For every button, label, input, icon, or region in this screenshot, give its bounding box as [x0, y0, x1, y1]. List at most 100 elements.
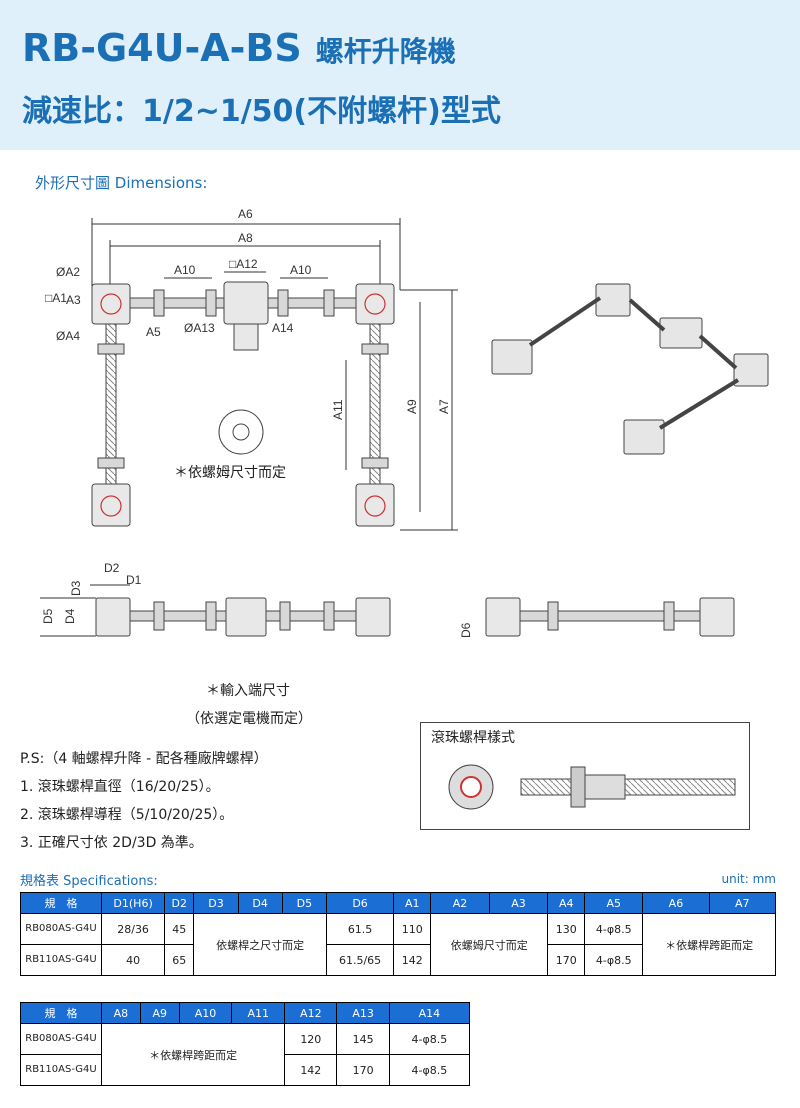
dimensions-label: 外形尺寸圖 Dimensions: [35, 174, 208, 192]
dim-D6: D6 [459, 622, 473, 638]
input-gearbox [223, 281, 269, 325]
th: A14 [388, 1002, 471, 1024]
cell-A13: 170 [336, 1054, 390, 1086]
cell-D6: 61.5/65 [325, 944, 395, 976]
merge-d: 依螺桿之尺寸而定 [193, 913, 327, 976]
th: A13 [336, 1002, 390, 1024]
product-name: 螺杆升降機 [315, 35, 456, 68]
model-cell: RB110AS-G4U [20, 1054, 102, 1086]
cell-A4: 130 [547, 913, 586, 945]
th: A8 [101, 1002, 141, 1024]
dim-A12: □A12 [229, 257, 258, 271]
th: D3 [193, 892, 239, 914]
dim-D3: D3 [69, 580, 83, 596]
ps-line-2: 2. 滾珠螺桿導程（5/10/20/25）。 [20, 807, 234, 823]
gearbox-bottom-left [91, 483, 131, 527]
gearbox-bottom-right [355, 483, 395, 527]
ps-line-3: 3. 正確尺寸依 2D/3D 為準。 [20, 835, 203, 851]
th: A7 [708, 892, 777, 914]
merge-a67: ＊依螺桿跨距而定 [642, 913, 776, 976]
th: A11 [231, 1002, 286, 1024]
dim-A9: A9 [405, 399, 419, 414]
ballscrew-caption: 滾珠螺桿樣式 [431, 730, 515, 746]
table-row: RB080AS-G4U 28/36 45 依螺桿之尺寸而定 61.5 110 依… [20, 913, 776, 976]
dim-A2: ØA2 [56, 265, 80, 279]
cell-A4: 170 [547, 944, 586, 976]
spec-table-2: 規 格 A8 A9 A10 A11 A12 A13 A14 RB080AS-G4… [20, 1002, 471, 1086]
cell-A5: 4-φ8.5 [584, 913, 644, 945]
dim-A7: A7 [437, 399, 451, 414]
dim-A11: A11 [331, 399, 345, 420]
cell-D1: 28/36 [100, 913, 166, 945]
model-title: RB-G4U-A-BS [22, 26, 302, 70]
dim-A10-right: A10 [290, 263, 312, 277]
ballscrew-illustration [448, 764, 736, 810]
ps-line-1: 1. 滾珠螺桿直徑（16/20/25）。 [20, 779, 220, 795]
gearbox-top-left [91, 283, 131, 325]
th: D2 [164, 892, 195, 914]
th: A3 [488, 892, 549, 914]
model-cell: RB080AS-G4U [20, 1023, 102, 1055]
table-row: RB080AS-G4U ＊依螺桿跨距而定 120 145 4-φ8.5 [20, 1023, 471, 1086]
cell-A12: 142 [284, 1054, 338, 1086]
dim-D1: D1 [126, 573, 142, 587]
table-row: RB110AS-G4U 142 170 4-φ8.5 [20, 1054, 471, 1086]
cell-D1: 40 [100, 944, 166, 976]
dim-A1: □A1 [45, 291, 67, 305]
cell-A13: 145 [336, 1023, 390, 1055]
gearbox-top-right [355, 283, 395, 325]
dimension-drawing: A6 A8 A10 □A12 A10 ØA2 □A1 A3 ØA4 A5 ØA1… [40, 207, 769, 638]
input-note-2: （依選定電機而定） [186, 711, 312, 727]
dim-D5: D5 [41, 608, 55, 624]
unit-label: unit: mm [721, 872, 777, 886]
dim-A4: ØA4 [56, 329, 80, 343]
th: D5 [281, 892, 327, 914]
dim-A10-left: A10 [174, 263, 196, 277]
dim-A6: A6 [238, 207, 253, 221]
header-banner [0, 0, 800, 150]
cell-A1: 110 [393, 913, 432, 945]
th: A9 [139, 1002, 180, 1024]
ratio-title: 減速比：1/2~1/50(不附螺杆)型式 [22, 94, 501, 129]
cell-A12: 120 [284, 1023, 338, 1055]
dim-A3: A3 [66, 293, 81, 307]
th: A1 [393, 892, 432, 914]
model-cell: RB110AS-G4U [20, 944, 102, 976]
ballscrew-style-box: 滾珠螺桿樣式 [420, 722, 750, 830]
dim-A8: A8 [238, 231, 253, 245]
merge-a8-a11: ＊依螺桿跨距而定 [100, 1023, 286, 1086]
th: 規 格 [20, 1002, 102, 1024]
th: D4 [237, 892, 283, 914]
dim-A13: ØA13 [184, 321, 215, 335]
input-note-1: ＊輸入端尺寸 [206, 683, 290, 699]
cell-D2: 45 [164, 913, 195, 945]
isometric-view [491, 283, 769, 455]
th: A2 [430, 892, 490, 914]
cell-A5: 4-φ8.5 [584, 944, 644, 976]
cell-A14: 4-φ8.5 [388, 1054, 471, 1086]
cell-D2: 65 [164, 944, 195, 976]
th: D1(H6) [100, 892, 166, 914]
spec-table-1: 規 格 D1(H6) D2 D3 D4 D5 D6 A1 A2 A3 A4 A5… [20, 892, 777, 976]
th: 規 格 [20, 892, 102, 914]
model-cell: RB080AS-G4U [20, 913, 102, 945]
cell-A14: 4-φ8.5 [388, 1023, 471, 1055]
page-title: RB-G4U-A-BS 螺杆升降機 [22, 26, 456, 70]
spec-label: 規格表 Specifications: [20, 874, 158, 889]
th: D6 [325, 892, 395, 914]
dim-D4: D4 [63, 608, 77, 624]
table-row: RB110AS-G4U 40 65 61.5/65 142 170 4-φ8.5 [20, 944, 776, 976]
th: A5 [584, 892, 644, 914]
cell-D6: 61.5 [325, 913, 395, 945]
dim-A5: A5 [146, 325, 161, 339]
input-shaft [233, 323, 259, 351]
th: A10 [178, 1002, 233, 1024]
th: A4 [547, 892, 586, 914]
th: A6 [642, 892, 710, 914]
dim-D2: D2 [104, 561, 120, 575]
nut-note: ＊依螺姆尺寸而定 [174, 465, 286, 481]
dim-A14: A14 [272, 321, 294, 335]
cell-A1: 142 [393, 944, 432, 976]
ps-line-0: P.S:（4 軸螺桿升降 - 配各種廠牌螺桿） [20, 751, 268, 767]
merge-a23: 依螺姆尺寸而定 [430, 913, 549, 976]
